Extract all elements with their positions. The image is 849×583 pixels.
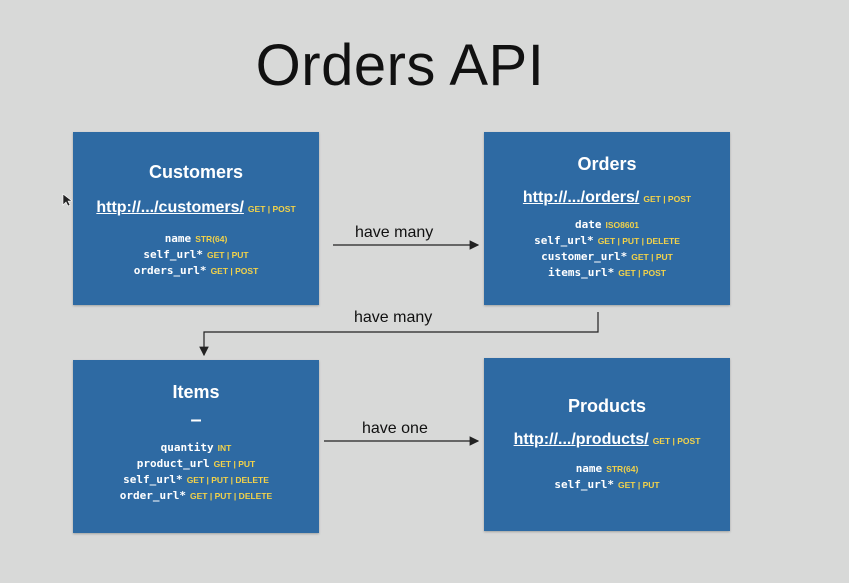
field-name: quantity [160, 441, 214, 454]
field-type: GET | POST [210, 266, 259, 276]
field-row: self_url*GET | PUT | DELETE [73, 472, 319, 488]
products-title: Products [567, 396, 646, 416]
customers-title: Customers [148, 162, 244, 182]
field-row: orders_url*GET | POST [73, 263, 319, 279]
field-name: items_url* [548, 266, 615, 279]
field-row: self_url*GET | PUT [73, 247, 319, 263]
field-name: order_url* [119, 489, 186, 502]
field-type: INT [217, 443, 232, 453]
customers-box: Customers http://.../customers/GET | POS… [73, 132, 319, 305]
mouse-cursor-icon [62, 193, 72, 207]
diagram-title: Orders API [255, 33, 545, 98]
customers-methods: GET | POST [247, 204, 296, 214]
field-row: customer_url*GET | PUT [484, 249, 730, 265]
field-row: self_url*GET | PUT [484, 477, 730, 493]
field-type: GET | PUT [207, 250, 249, 260]
orders-box: Orders http://.../orders/GET | POST date… [484, 132, 730, 305]
field-name: self_url* [143, 248, 204, 261]
field-name: orders_url* [133, 264, 207, 277]
customers-url: http://.../customers/ [96, 199, 244, 216]
products-box: Products http://.../products/GET | POST … [484, 358, 730, 531]
field-type: STR(64) [195, 234, 228, 244]
field-name: date [574, 218, 602, 231]
items-dash: – [190, 409, 202, 431]
field-row: self_url*GET | PUT | DELETE [484, 233, 730, 249]
orders-title: Orders [577, 154, 637, 174]
field-name: name [575, 462, 603, 475]
field-type: GET | PUT [631, 252, 673, 262]
field-type: GET | PUT | DELETE [190, 491, 273, 501]
products-url: http://.../products/ [513, 431, 649, 448]
orders-methods: GET | POST [643, 194, 692, 204]
items-products-label: have one [362, 420, 428, 437]
products-methods: GET | POST [652, 436, 701, 446]
field-name: self_url* [123, 473, 183, 486]
orders-items-arrow [199, 312, 599, 357]
field-type: GET | POST [618, 268, 666, 278]
orders-url: http://.../orders/ [522, 189, 640, 206]
field-type: GET | PUT | DELETE [597, 236, 680, 246]
items-title: Items [172, 382, 220, 402]
field-row: order_url* GET | PUT | DELETE [73, 488, 319, 504]
field-name: self_url* [554, 478, 615, 491]
field-type: GET | PUT [618, 480, 660, 490]
field-name: customer_url* [541, 250, 628, 263]
field-row: items_url*GET | POST [484, 265, 730, 281]
orders-items-label: have many [354, 309, 433, 326]
field-name: product_url [136, 457, 210, 470]
field-name: self_url* [534, 234, 594, 247]
field-type: ISO8601 [605, 220, 640, 230]
field-type: STR(64) [606, 464, 639, 474]
field-type: GET | PUT | DELETE [186, 475, 269, 485]
customers-orders-label: have many [355, 224, 434, 241]
field-name: name [164, 232, 192, 245]
field-type: GET | PUT [213, 459, 256, 469]
